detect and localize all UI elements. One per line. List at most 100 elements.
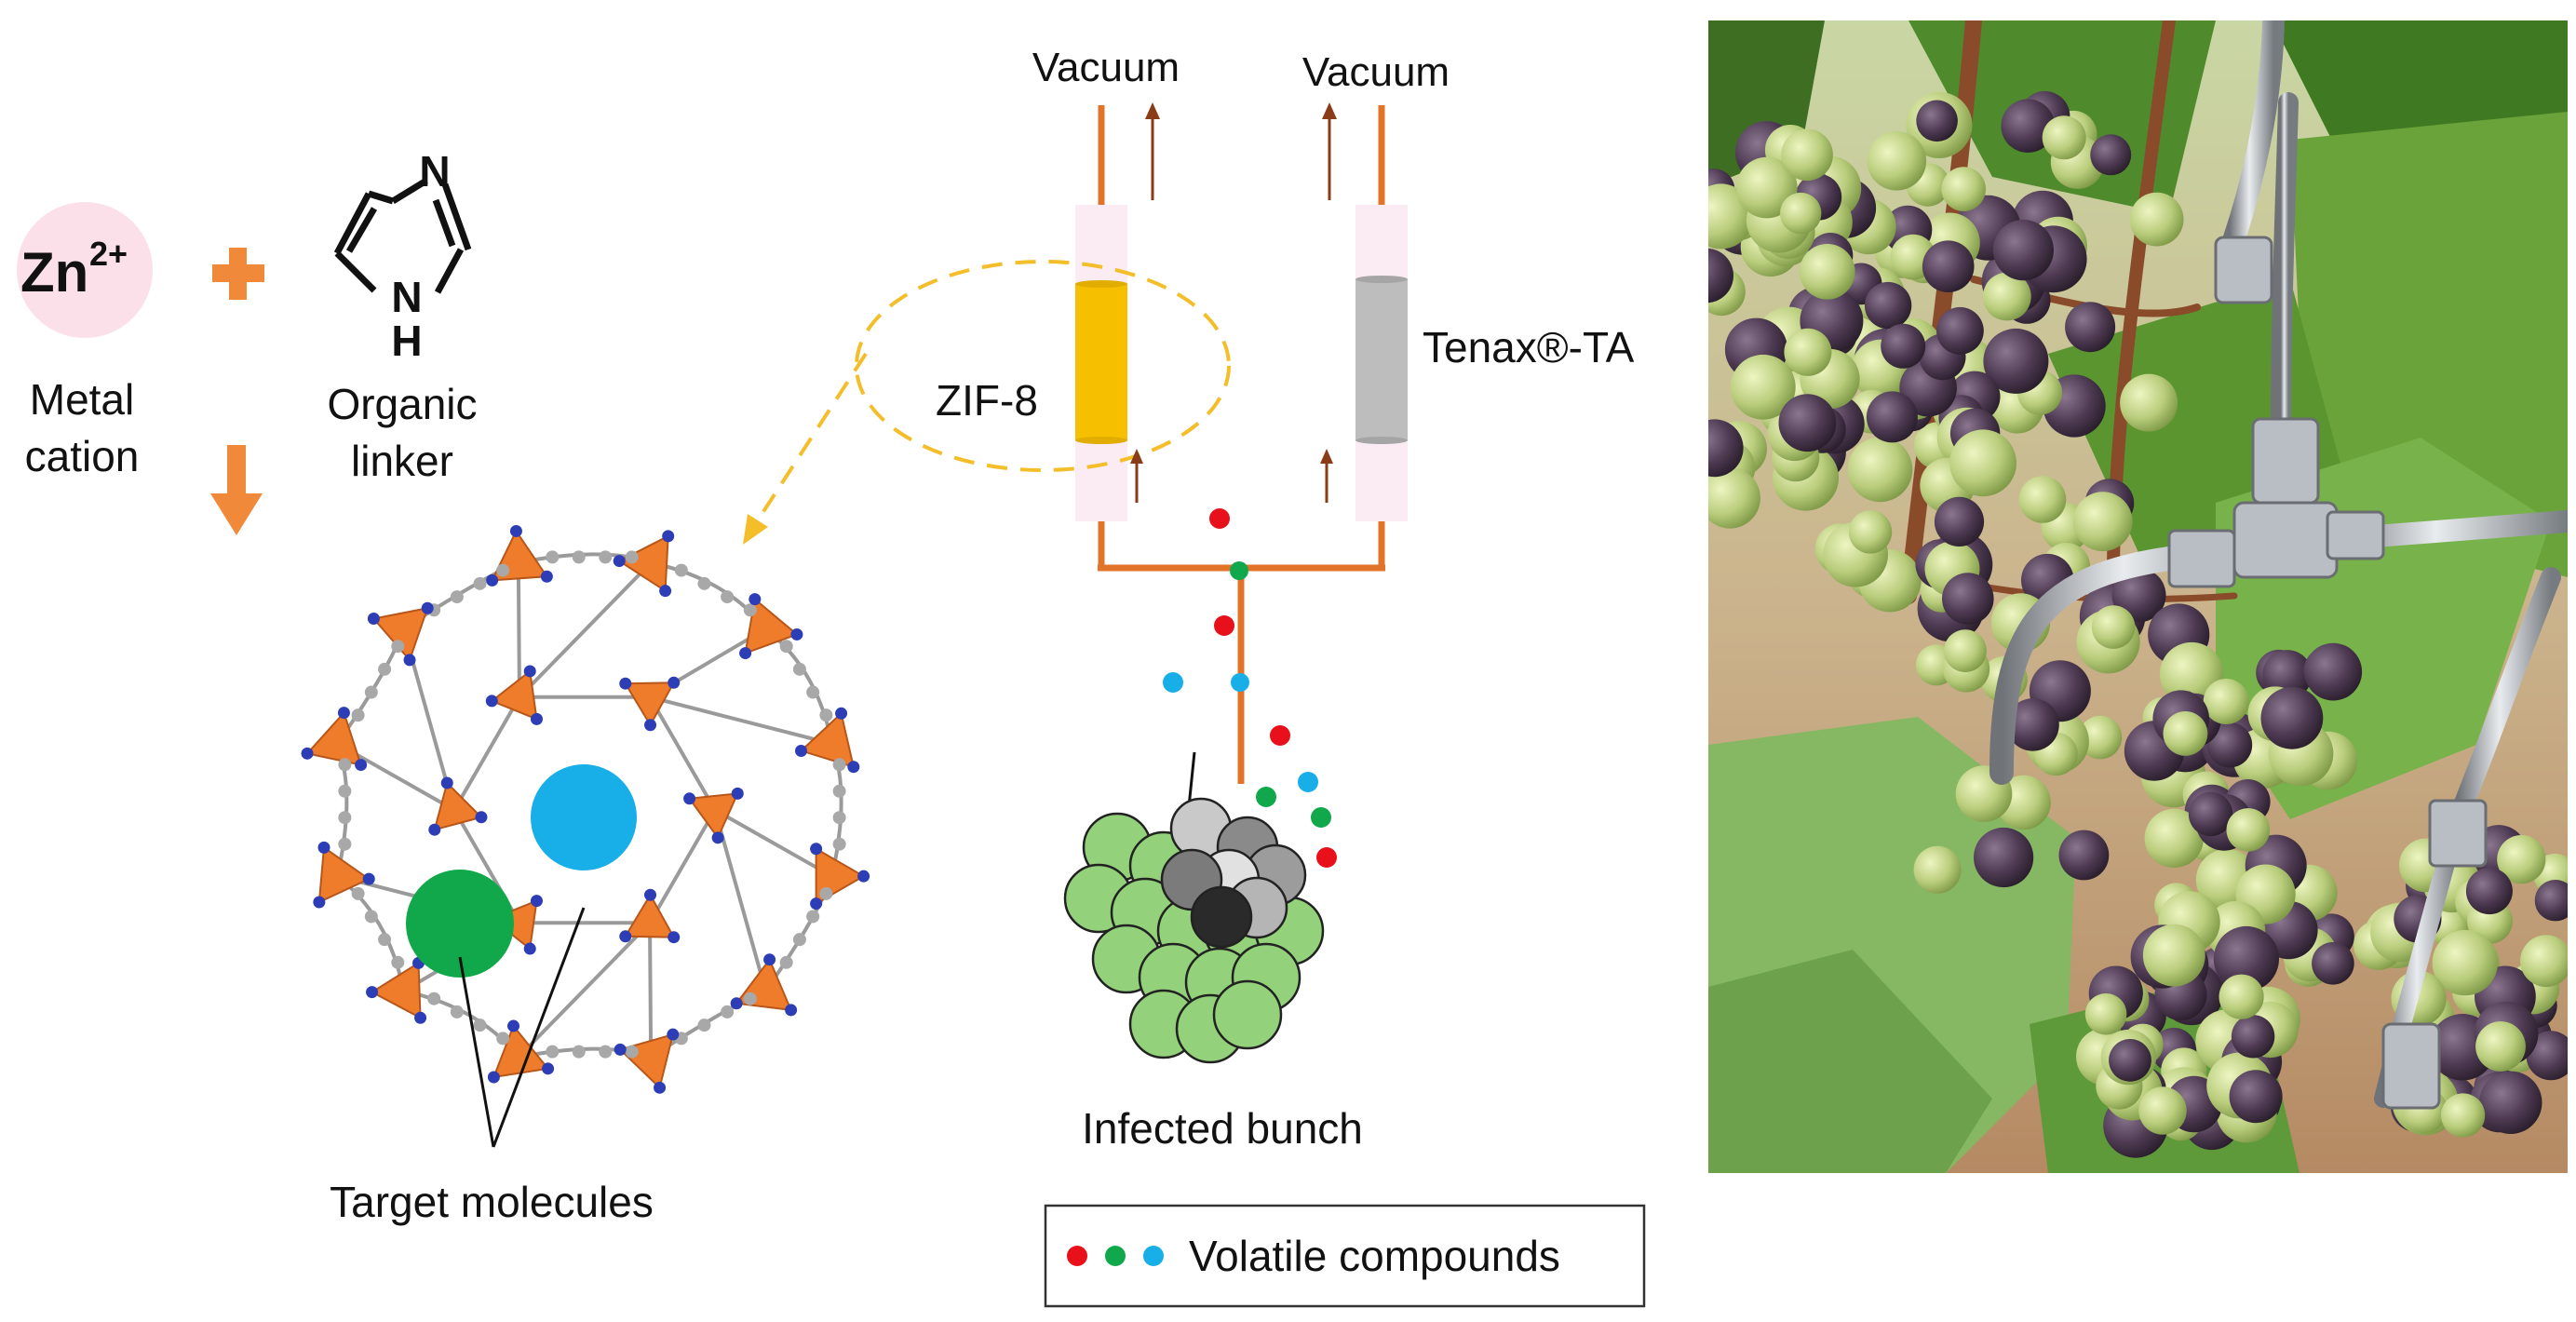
framework-tetrahedron xyxy=(371,606,429,662)
framework-atom xyxy=(697,576,711,590)
photo-grape xyxy=(2188,791,2233,837)
zif8-label: ZIF-8 xyxy=(936,376,1038,425)
framework-link xyxy=(648,808,717,924)
framework-n-atom xyxy=(414,1011,427,1024)
target-molecule-green xyxy=(406,870,514,978)
photo-grape xyxy=(2260,686,2324,749)
photo-grape xyxy=(2475,1021,2526,1072)
framework-atom xyxy=(599,550,613,564)
sampling-panel: Vacuum Vacuum ZIF-8 Tenax®-TA xyxy=(743,45,1646,1308)
framework-n-atom xyxy=(662,530,675,543)
framework-atom xyxy=(338,837,352,851)
framework-tetrahedron xyxy=(305,710,363,766)
framework-atom xyxy=(832,837,846,851)
framework-nodes xyxy=(301,524,870,1094)
photo-grape xyxy=(1922,240,1975,293)
photo-grape xyxy=(1942,573,1994,625)
flow-arrows xyxy=(1130,102,1337,503)
zif8-sorbent xyxy=(1075,284,1127,440)
framework-n-atom xyxy=(475,811,488,824)
framework-n-atom xyxy=(301,747,314,760)
framework-n-atom xyxy=(683,792,696,805)
photo-grape xyxy=(1778,394,1837,452)
framework-atom xyxy=(391,955,405,969)
framework-atom xyxy=(674,563,688,577)
legend-red-dot xyxy=(1067,1246,1087,1266)
framework-link xyxy=(649,695,833,746)
photo-grape xyxy=(1881,323,1926,369)
target-molecule-blue xyxy=(531,764,637,870)
framework-tetrahedron xyxy=(624,681,676,727)
framework-n-atom xyxy=(857,870,870,883)
framework-n-atom xyxy=(487,1071,500,1084)
framework-n-atom xyxy=(619,677,632,690)
photo-grape xyxy=(2001,99,2055,153)
photo-grape xyxy=(1708,419,1744,478)
framework-n-atom xyxy=(421,601,434,614)
photo-grape xyxy=(1708,467,1760,529)
photo-grape xyxy=(2231,1015,2275,1059)
framework-atom xyxy=(721,1005,735,1018)
framework-atom xyxy=(427,992,441,1005)
framework-n-atom xyxy=(835,707,848,720)
framework-atom xyxy=(450,590,464,604)
framework-link xyxy=(764,627,834,745)
framework-n-atom xyxy=(614,1043,627,1056)
legend: Volatile compounds xyxy=(1044,1204,1646,1308)
framework-atom xyxy=(378,933,392,947)
framework-n-atom xyxy=(403,654,416,667)
photo-grape xyxy=(1913,845,1962,894)
framework-atom xyxy=(832,758,846,772)
infected-bunch-icon xyxy=(1063,751,1325,1064)
photo-grape xyxy=(2465,868,2513,915)
photo-grape xyxy=(2138,1086,2187,1135)
photo-grape xyxy=(1784,328,1832,376)
imidazole-structure xyxy=(333,178,472,294)
framework-atom xyxy=(546,550,560,564)
framework-atom xyxy=(792,933,806,947)
imidazole-n-bottom: N xyxy=(391,273,422,321)
framework-link xyxy=(648,923,654,1058)
legend-blue-dot xyxy=(1143,1246,1164,1266)
photo-grape xyxy=(2312,942,2354,985)
photo-grape xyxy=(1708,248,1733,304)
framework-link xyxy=(403,989,520,1059)
framework-atom xyxy=(473,576,487,590)
framework-n-atom xyxy=(337,707,350,720)
zn-charge: 2+ xyxy=(89,235,128,273)
framework-n-atom xyxy=(711,831,724,844)
legend-green-dot xyxy=(1105,1246,1126,1266)
zn-symbol: Zn xyxy=(20,241,88,304)
photo-grape xyxy=(2084,993,2127,1035)
framework-tetrahedron xyxy=(433,781,483,831)
photo-grape xyxy=(1916,100,1958,142)
legend-label: Volatile compounds xyxy=(1189,1232,1560,1280)
framework-n-atom xyxy=(795,744,808,757)
framework-atom xyxy=(721,590,735,604)
photo-grape xyxy=(2065,302,2116,353)
framework-atom xyxy=(338,811,352,825)
framework-atom xyxy=(697,1018,711,1032)
photo-grape xyxy=(2078,715,2123,760)
linker-label-line1: Organic xyxy=(327,380,477,428)
framework-tetrahedron xyxy=(618,1032,675,1090)
framework-n-atom xyxy=(523,665,536,678)
framework-atom xyxy=(496,563,510,577)
framework-n-atom xyxy=(367,612,380,625)
framework-n-atom xyxy=(355,759,368,772)
photo-grape xyxy=(1936,306,1984,355)
photo-grape xyxy=(2072,492,2133,552)
framework-atom xyxy=(779,640,793,654)
photo-grape xyxy=(1847,437,1913,503)
zif8-callout-line xyxy=(752,352,868,528)
photo-grape xyxy=(1730,354,1796,420)
framework-tetrahedron xyxy=(317,845,371,904)
framework-tetrahedron xyxy=(370,961,422,1019)
framework-n-atom xyxy=(654,1081,667,1094)
framework-atom xyxy=(473,1018,487,1032)
framework-n-atom xyxy=(659,585,672,598)
vacuum-label-left: Vacuum xyxy=(1032,45,1180,90)
linker-label-line2: linker xyxy=(351,437,453,485)
framework-tetrahedron xyxy=(617,534,669,593)
down-arrow-icon xyxy=(210,445,263,535)
